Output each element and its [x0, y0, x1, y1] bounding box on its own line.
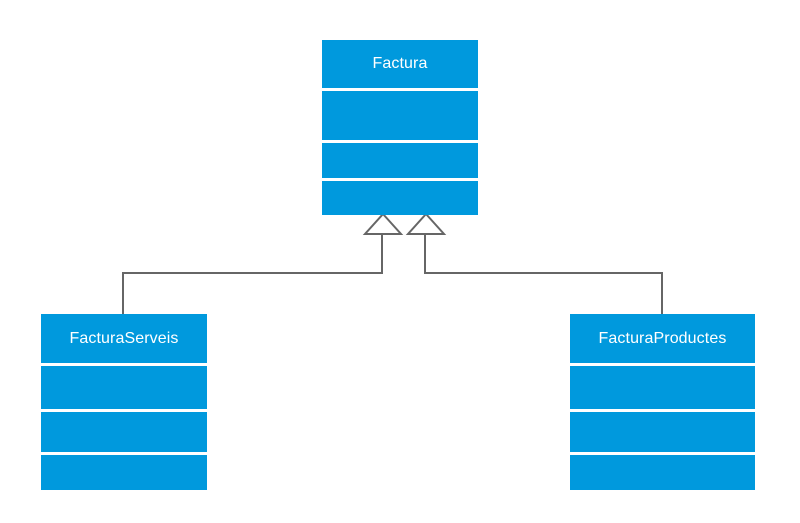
- generalization-edge-right-vertical-lower: [661, 273, 663, 315]
- class-factura-extra-compartment: [322, 181, 478, 215]
- class-facturaproductes-extra-compartment: [570, 455, 755, 490]
- generalization-edge-left-horizontal: [122, 272, 383, 274]
- class-facturaserveis-attributes-compartment: [41, 366, 207, 409]
- generalization-edge-left-vertical-upper: [381, 232, 383, 273]
- generalization-arrowhead-right-icon: [405, 212, 447, 235]
- class-factura-name: Factura: [372, 55, 428, 72]
- class-facturaserveis-name: FacturaServeis: [69, 329, 179, 347]
- class-facturaserveis-operations-compartment: [41, 412, 207, 452]
- class-facturaproductes-attributes-compartment: [570, 366, 755, 409]
- class-facturaserveis-title-compartment: FacturaServeis: [41, 314, 207, 363]
- class-facturaproductes-name: FacturaProductes: [598, 329, 727, 347]
- class-facturaserveis-extra-compartment: [41, 455, 207, 490]
- class-factura-title-compartment: Factura: [322, 40, 478, 88]
- class-facturaproductes-operations-compartment: [570, 412, 755, 452]
- generalization-edge-right-vertical-upper: [424, 232, 426, 273]
- class-facturaproductes-title-compartment: FacturaProductes: [570, 314, 755, 363]
- generalization-edge-left-vertical-lower: [122, 273, 124, 315]
- generalization-arrowhead-left-icon: [362, 212, 404, 235]
- class-factura-attributes-compartment: [322, 91, 478, 140]
- class-factura-operations-compartment: [322, 143, 478, 178]
- generalization-edge-right-horizontal: [424, 272, 663, 274]
